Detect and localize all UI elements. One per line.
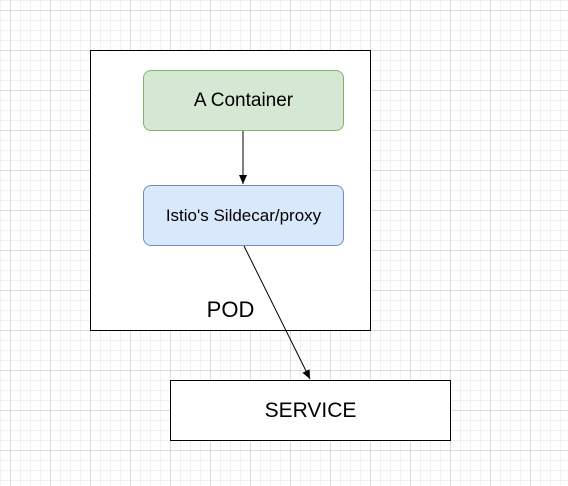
sidecar-proxy-node-label: Istio's Sildecar/proxy — [165, 205, 322, 225]
container-node[interactable]: A Container — [143, 70, 344, 131]
service-node[interactable]: SERVICE — [170, 380, 451, 441]
service-node-label: SERVICE — [264, 398, 357, 422]
pod-label: POD — [206, 297, 255, 322]
edge-sidecar-to-service — [243, 245, 311, 380]
container-node-label: A Container — [193, 89, 294, 111]
sidecar-proxy-node[interactable]: Istio's Sildecar/proxy — [143, 185, 344, 246]
